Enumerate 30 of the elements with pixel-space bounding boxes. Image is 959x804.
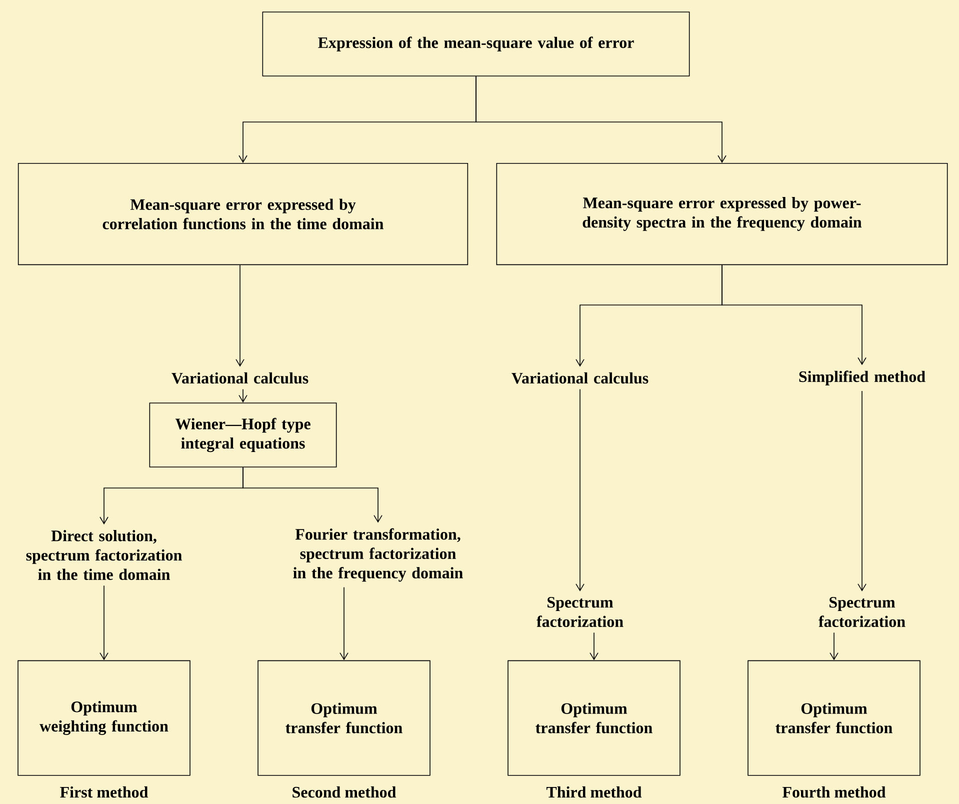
step-label: Variational calculus bbox=[512, 372, 648, 384]
arrow bbox=[576, 388, 584, 592]
arrow bbox=[830, 632, 838, 660]
process-box: Mean-square error expressed by power-density spectra in the frequency domain bbox=[496, 162, 948, 266]
method-caption: Second method bbox=[292, 786, 396, 798]
method-caption: First method bbox=[60, 786, 148, 798]
arrow bbox=[590, 632, 598, 660]
arrow bbox=[236, 264, 244, 367]
arrow bbox=[242, 467, 382, 523]
arrow bbox=[340, 586, 348, 660]
process-box: Mean-square error expressed by correlation functions in the time domain bbox=[18, 162, 468, 266]
process-box: Expression of the mean-square value of error bbox=[262, 12, 690, 76]
process-box: Wiener—Hopf type integral equations bbox=[149, 402, 337, 468]
arrow bbox=[722, 264, 866, 366]
step-label: Fourier transformation, spectrum factorization in the frequency domain bbox=[293, 528, 463, 582]
method-caption: Third method bbox=[546, 786, 642, 798]
step-label: Variational calculus bbox=[172, 372, 308, 384]
process-box: Optimum weighting function bbox=[18, 660, 190, 776]
arrow bbox=[100, 585, 108, 660]
step-label: Spectrum factorization bbox=[818, 596, 906, 628]
arrow bbox=[858, 390, 866, 592]
method-caption: Fourth method bbox=[782, 786, 886, 798]
arrow bbox=[238, 388, 248, 403]
arrow bbox=[476, 76, 726, 163]
step-label: Spectrum factorization bbox=[536, 596, 624, 628]
process-box: Optimum transfer function bbox=[258, 660, 430, 776]
step-label: Direct solution, spectrum factorization in the time domain bbox=[26, 530, 182, 580]
step-label: Simplified method bbox=[799, 370, 926, 386]
process-box: Optimum transfer function bbox=[748, 660, 920, 776]
process-box: Optimum transfer function bbox=[508, 660, 680, 776]
